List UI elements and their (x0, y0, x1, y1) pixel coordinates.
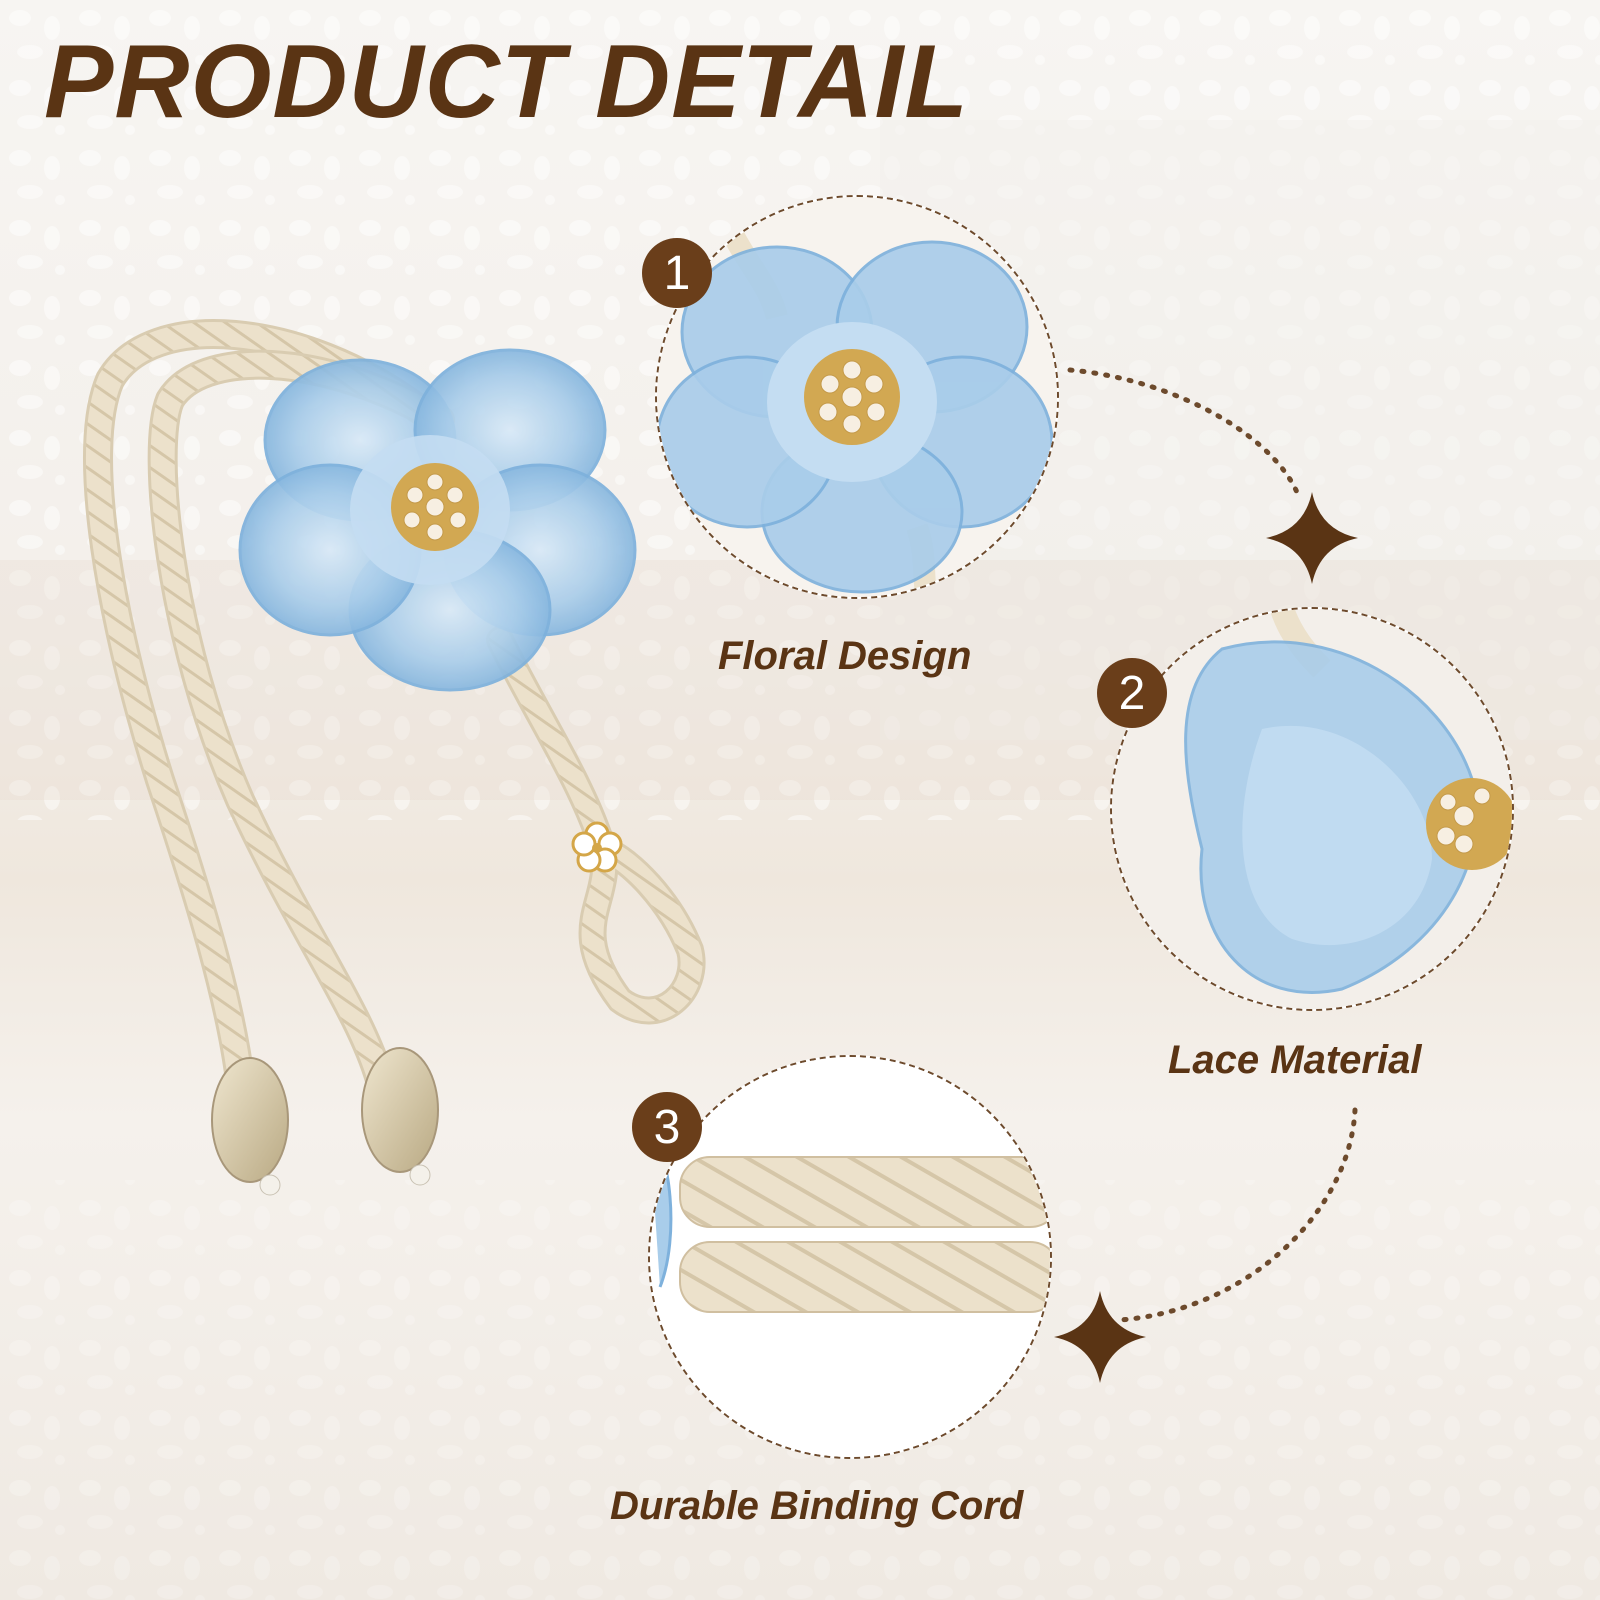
callout-number-2: 2 (1097, 658, 1167, 728)
binding-cord (83, 319, 706, 1095)
callout-number-3: 3 (632, 1092, 702, 1162)
detail-circle-lace (1110, 607, 1514, 1011)
callout-number-1: 1 (642, 238, 712, 308)
page-title: PRODUCT DETAIL (44, 24, 969, 140)
detail-circle-cord (648, 1055, 1052, 1459)
blue-flower (238, 348, 637, 692)
sparkle-star-icon (1266, 492, 1358, 584)
sparkle-star-icon (1054, 1291, 1146, 1383)
detail-circle-floral (655, 195, 1059, 599)
white-flower-charm (571, 821, 623, 873)
callout-label-lace-material: Lace Material (1168, 1038, 1422, 1082)
callout-label-durable-binding-cord: Durable Binding Cord (610, 1484, 1024, 1528)
callout-label-floral-design: Floral Design (718, 634, 972, 678)
tassel-ends (211, 1047, 439, 1196)
